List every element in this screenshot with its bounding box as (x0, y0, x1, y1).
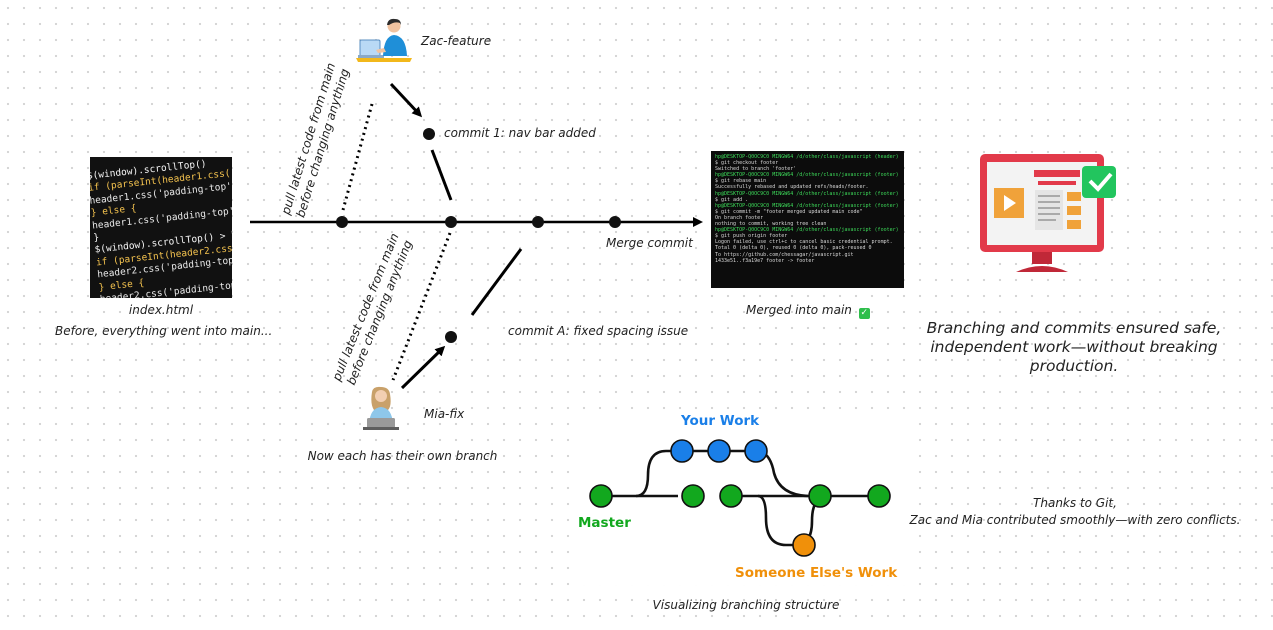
terminal-line: hp@DESKTOP-Q0OC9C0 MINGW64 /d/other/clas… (715, 172, 899, 179)
master-commit (808, 484, 832, 508)
terminal-line: hp@DESKTOP-Q0OC9C0 MINGW64 /d/other/clas… (715, 190, 899, 197)
before-main-caption: Before, everything went into main... (55, 324, 273, 338)
commitA-label: commit A: fixed spacing issue (508, 324, 689, 338)
branch-structure-illustration: Your Work Master Someone Else's Work (576, 413, 908, 585)
mia-pull-dotted-line (391, 232, 452, 381)
your-work-commit (707, 439, 731, 463)
someone-else-label: Someone Else's Work (735, 565, 898, 581)
visualizing-caption: Visualizing branching structure (652, 598, 840, 612)
terminal-line: Total 0 (delta 0), reused 0 (delta 0), p… (715, 245, 872, 252)
your-work-commit (744, 439, 768, 463)
thanks-note: Thanks to Git, Zac and Mia contributed s… (905, 495, 1245, 529)
zac-person-icon (356, 18, 412, 62)
terminal-line: hp@DESKTOP-Q0OC9C0 MINGW64 /d/other/clas… (715, 227, 899, 234)
terminal-line: $ git add . (715, 196, 749, 203)
terminal-line: Successfully rebased and updated refs/he… (715, 184, 869, 191)
merged-into-main-label: Merged into main ✓ (746, 303, 870, 319)
terminal-line: Switched to branch 'footer' (715, 166, 797, 173)
terminal-line: Logon failed, use ctrl+c to cancel basic… (715, 239, 893, 246)
check-icon: ✓ (858, 308, 870, 319)
merge-commit-label: Merge commit (606, 236, 693, 250)
monitor-check-icon (980, 154, 1116, 272)
each-branch-caption: Now each has their own branch (307, 449, 498, 463)
main-commit-dot (336, 216, 348, 228)
merged-into-main-text: Merged into main (746, 303, 852, 317)
terminal-line: $ git checkout footer (715, 160, 779, 167)
master-commit (589, 484, 613, 508)
thanks-line1: Thanks to Git, (1033, 496, 1117, 510)
commit1-to-main-line (430, 149, 453, 201)
mia-person-icon (363, 386, 399, 430)
thanks-line2: Zac and Mia contributed smoothly—with ze… (909, 513, 1241, 527)
terminal-line: hp@DESKTOP-Q0OC9C0 MINGW64 /d/other/clas… (715, 154, 899, 160)
mia-fix-label: Mia-fix (424, 407, 465, 421)
terminal-line: On branch footer (715, 214, 764, 221)
branching-line2: independent work—without breaking produc… (930, 338, 1218, 375)
master-commit (719, 484, 743, 508)
branching-line1: Branching and commits ensured safe, (926, 319, 1222, 337)
zac-pull-dotted-line (341, 103, 374, 211)
master-label: Master (578, 515, 631, 531)
branch-structure-svg (589, 439, 891, 557)
code-screenshot-image: $(window).scrollTop()if (parseInt(header… (90, 157, 232, 298)
your-work-label: Your Work (681, 413, 760, 429)
someone-else-commit (792, 533, 816, 557)
main-commit-dot (532, 216, 544, 228)
commit1-label: commit 1: nav bar added (444, 126, 596, 140)
merge-commit-dot (609, 216, 621, 228)
terminal-screenshot-image: hp@DESKTOP-Q0OC9C0 MINGW64 /d/other/clas… (711, 151, 904, 288)
commitA-to-main-line (470, 248, 523, 316)
master-commit (681, 484, 705, 508)
commitA-dot (445, 331, 457, 343)
master-commit (867, 484, 891, 508)
commit1-dot (423, 128, 435, 140)
terminal-line: 1433e51..f3a19e7 footer -> footer (715, 257, 815, 264)
branching-statement: Branching and commits ensured safe, inde… (895, 319, 1253, 376)
terminal-line: $ git rebase main (715, 178, 767, 185)
index-html-label: index.html (128, 303, 194, 317)
zac-feature-label: Zac-feature (421, 34, 492, 48)
mia-to-commitA-arrow (400, 345, 446, 390)
main-commit-dot (445, 216, 457, 228)
zac-to-commit1-arrow (389, 82, 423, 118)
your-work-commit (670, 439, 694, 463)
terminal-line: $ git commit -m "footer merged updated m… (715, 208, 863, 215)
terminal-line: $ git push origin footer (715, 233, 788, 240)
terminal-line: hp@DESKTOP-Q0OC9C0 MINGW64 /d/other/clas… (715, 202, 899, 209)
terminal-line: nothing to commit, working tree clean (715, 221, 827, 228)
terminal-line: To https://github.com/chessagar/javascri… (715, 251, 854, 258)
